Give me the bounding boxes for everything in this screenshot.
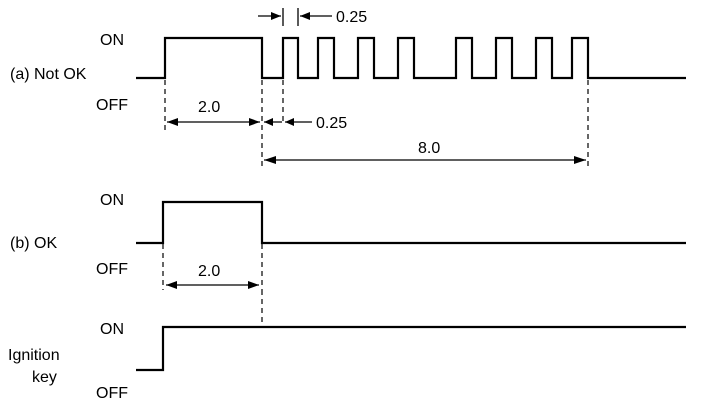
row-b-title: (b) OK (10, 235, 57, 252)
dim-8-0-label: 8.0 (418, 140, 440, 157)
row-a-on-label: ON (100, 32, 124, 49)
dim-pulse-top-arrow-right (300, 12, 310, 20)
row-a-off-label: OFF (96, 97, 128, 114)
dim-pulse-top-label: 0.25 (336, 9, 367, 26)
dim-pulse-top-arrow-left (271, 12, 281, 20)
row-c-on-label: ON (100, 321, 124, 338)
row-b-off-label: OFF (96, 261, 128, 278)
row-b-on-label: ON (100, 192, 124, 209)
dim-b-2-0-arrow-right (248, 281, 259, 289)
signal-ignition-waveform (136, 325, 686, 372)
row-c-title-line2: key (32, 369, 57, 386)
signal-b-waveform (136, 200, 686, 245)
signal-a-waveform (136, 36, 686, 80)
dim-pulse-bottom-label: 0.25 (316, 115, 347, 132)
dim-pulse-bottom-arrow-left (264, 118, 273, 126)
dim-b-2-0-arrow-left (166, 281, 177, 289)
dim-b-2-0-label: 2.0 (198, 263, 220, 280)
dim-8-0-arrow-left (264, 156, 276, 164)
dim-8-0-arrow-right (574, 156, 586, 164)
dim-a-2-0-arrow-right (249, 118, 260, 126)
dim-a-2-0-label: 2.0 (198, 99, 220, 116)
row-c-off-label: OFF (96, 385, 128, 402)
row-a-title: (a) Not OK (10, 66, 87, 83)
dim-pulse-bottom-arrow-right (285, 118, 294, 126)
dim-a-2-0-arrow-left (167, 118, 178, 126)
row-c-title-line1: Ignition (8, 347, 60, 364)
